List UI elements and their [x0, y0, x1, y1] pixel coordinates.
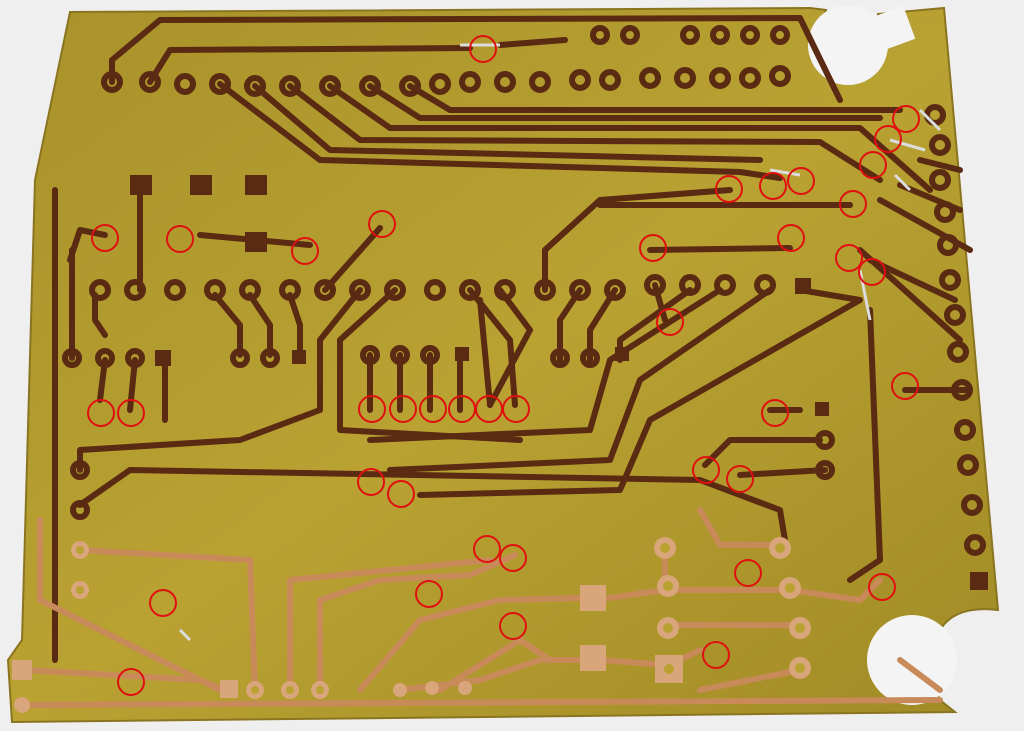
dark-traces [52, 15, 973, 663]
red-marker-circle [891, 372, 919, 400]
red-marker-circle [291, 237, 319, 265]
red-marker-circle [389, 395, 417, 423]
red-marker-circle [149, 589, 177, 617]
copper-traces [22, 507, 943, 708]
red-marker-circle [692, 456, 720, 484]
red-marker-circle [726, 465, 754, 493]
red-marker-circle [892, 105, 920, 133]
red-marker-circle [419, 395, 447, 423]
red-marker-circle [415, 580, 443, 608]
red-marker-circle [702, 641, 730, 669]
red-marker-circle [874, 125, 902, 153]
red-marker-circle [117, 399, 145, 427]
marker-group [87, 35, 920, 696]
mounting-hole-top [808, 5, 888, 85]
red-marker-circle [499, 612, 527, 640]
red-marker-circle [839, 190, 867, 218]
red-marker-circle [715, 175, 743, 203]
red-marker-circle [502, 395, 530, 423]
red-marker-circle [387, 480, 415, 508]
red-marker-circle [166, 225, 194, 253]
red-marker-circle [499, 544, 527, 572]
red-marker-circle [91, 224, 119, 252]
red-marker-circle [117, 668, 145, 696]
red-marker-circle [761, 399, 789, 427]
red-marker-circle [859, 151, 887, 179]
red-marker-circle [868, 573, 896, 601]
red-marker-circle [639, 234, 667, 262]
red-marker-circle [87, 399, 115, 427]
red-marker-circle [759, 172, 787, 200]
mounting-hole-bottom [867, 615, 957, 705]
red-marker-circle [858, 258, 886, 286]
square-pads [130, 175, 988, 590]
red-marker-circle [777, 224, 805, 252]
red-marker-circle [734, 559, 762, 587]
red-marker-circle [787, 167, 815, 195]
red-marker-circle [473, 535, 501, 563]
mounting-hole-top-notch [875, 5, 916, 50]
pad-holes [76, 543, 805, 694]
red-marker-circle [358, 395, 386, 423]
red-marker-circle [835, 244, 863, 272]
red-marker-circle [656, 308, 684, 336]
through-hole-pads [62, 25, 986, 556]
red-marker-circle [368, 210, 396, 238]
red-marker-circle [357, 468, 385, 496]
red-marker-circle [469, 35, 497, 63]
